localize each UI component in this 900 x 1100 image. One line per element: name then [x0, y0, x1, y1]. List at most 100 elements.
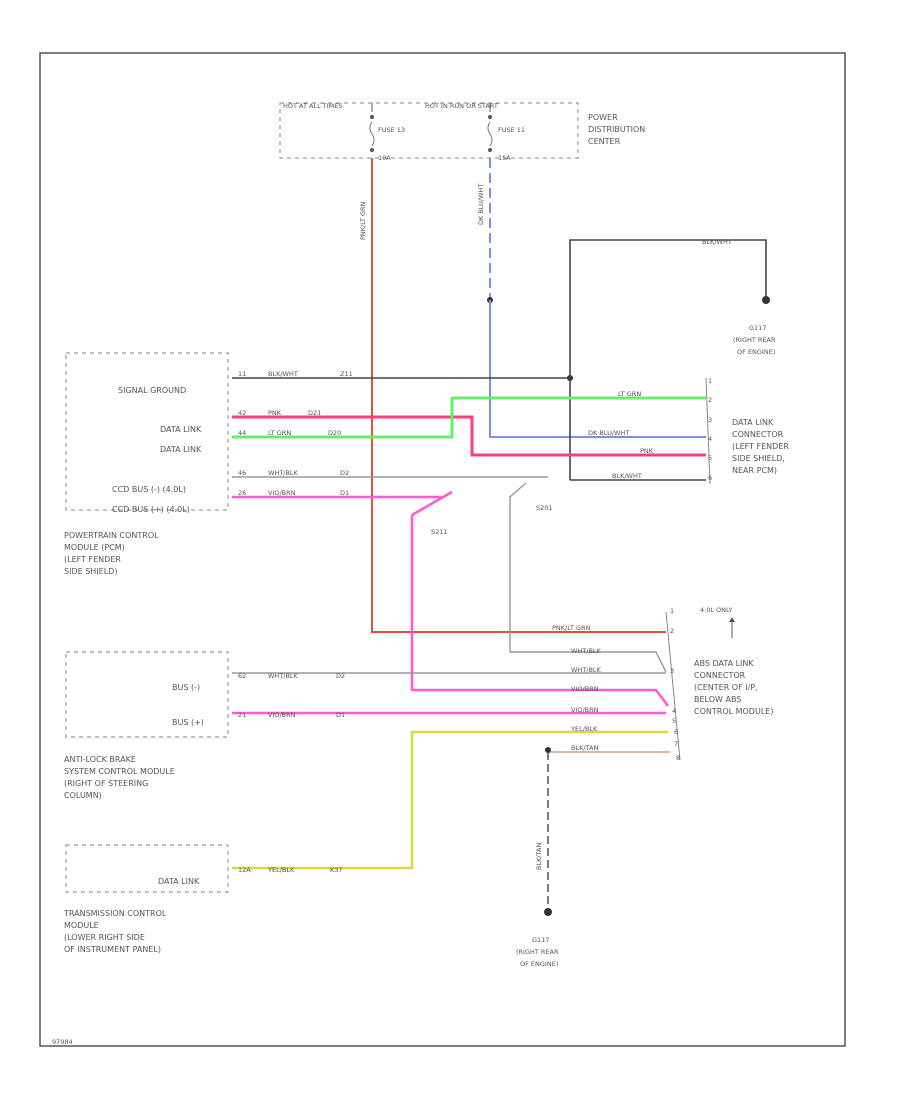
abs-wire-1: VIO/BRN — [268, 711, 296, 719]
fuse-13-amp: 10A — [378, 154, 391, 162]
pcm-wire-4: VIO/BRN — [268, 489, 296, 497]
abs-circuit-0: D2 — [336, 672, 345, 680]
ground-top-wire: BLK/WHT — [702, 238, 732, 246]
pcm-circuit-0: Z11 — [340, 370, 353, 378]
abs-dlc-name-line1: ABS DATA LINK — [694, 659, 754, 668]
dlc-pin-4: 4 — [708, 435, 712, 443]
abs-dlc-pin-4: 4 — [672, 707, 676, 715]
abs-dlc-pin-2: 2 — [670, 627, 674, 635]
dlc-pin-1: 1 — [708, 377, 712, 385]
abs-dlc-name-line3: (CENTER OF I/P, — [694, 683, 758, 692]
pcm-wire-1: PNK — [268, 409, 282, 417]
abs-circuit-1: D1 — [336, 711, 345, 719]
abs-dlc-name-line5: CONTROL MODULE) — [694, 707, 773, 716]
ground-bottom-loc1: (RIGHT REAR — [516, 948, 559, 956]
fuse-11-amp: 15A — [498, 154, 511, 162]
abs-name-line4: COLUMN) — [64, 791, 102, 800]
powertrain-control-module: SIGNAL GROUND DATA LINK DATA LINK CCD BU… — [64, 352, 353, 576]
dlc-name-line3: (LEFT FENDER — [732, 442, 789, 451]
dlc-wire-0: LT GRN — [618, 390, 641, 398]
abs-bus-neg-label: BUS (-) — [172, 683, 200, 692]
wire-pnk-ltgrn-fuse13 — [371, 158, 666, 633]
pcm-signal-ground-label: SIGNAL GROUND — [118, 386, 186, 395]
abs-box — [65, 651, 229, 738]
abs-dlc-wire-1: PNK/LT GRN — [552, 624, 591, 632]
dlc-name-line1: DATA LINK — [732, 418, 774, 427]
dlc-name-line2: CONNECTOR — [732, 430, 784, 439]
pcm-ccd-bus-neg-label: CCD BUS (-) (4.0L) — [112, 485, 186, 494]
abs-dlc-pin-8: 8 — [676, 754, 680, 762]
abs-dlc-pin-5: 5 — [672, 717, 676, 725]
ground-bottom-id: G117 — [532, 936, 549, 944]
splice-s201: S201 — [536, 504, 553, 512]
wire-vio-brn-drop — [410, 515, 670, 707]
pcm-box — [65, 352, 229, 511]
dlc-pin-6: 6 — [708, 474, 712, 482]
diagram-frame — [39, 52, 846, 1047]
pcm-data-link-label-1: DATA LINK — [160, 425, 202, 434]
tcm-name-line3: (LOWER RIGHT SIDE — [64, 933, 145, 942]
ground-bottom-wire: BLK/TAN — [535, 843, 543, 870]
data-link-connector: 1 2 3 4 5 6 LT GRN DK BLU/WHT PNK BLK/WH… — [588, 377, 789, 485]
tcm-box — [65, 844, 229, 893]
pdc-name-line3: CENTER — [588, 137, 621, 146]
abs-dlc-name-line4: BELOW ABS — [694, 695, 741, 704]
pcm-name-line1: POWERTRAIN CONTROL — [64, 531, 159, 540]
abs-dlc-wire-2: WHT/BLK — [571, 647, 602, 655]
wire-pnk-data-link — [232, 415, 706, 457]
wire-tag-fuse13: PNK/LT GRN — [359, 201, 367, 240]
abs-bus-pos-label: BUS (+) — [172, 718, 204, 727]
tcm-pin: 12A — [238, 866, 251, 874]
pcm-wire-2: LT GRN — [268, 429, 291, 437]
pcm-pin-44: 44 — [238, 429, 246, 437]
abs-dlc-pin-7: 7 — [674, 740, 678, 748]
ground-top-loc2: OF ENGINE) — [737, 348, 775, 356]
wire-wht-blk-drop — [509, 482, 527, 652]
abs-pin-62: 62 — [238, 672, 246, 680]
pcm-name-line3: (LEFT FENDER — [64, 555, 121, 564]
wire-yel-blk-tcm — [232, 730, 668, 870]
pcm-pin-26: 26 — [238, 489, 246, 497]
power-distribution-center: HOT AT ALL TIMES HOT IN RUN OR START FUS… — [279, 102, 645, 162]
pcm-circuit-3: D2 — [340, 469, 349, 477]
dlc-wire-2: PNK — [640, 447, 654, 455]
dlc-wire-3: BLK/WHT — [612, 472, 642, 480]
abs-name-line2: SYSTEM CONTROL MODULE — [64, 767, 175, 776]
pcm-data-link-label-2: DATA LINK — [160, 445, 202, 454]
abs-dlc-wire-5: VIO/BRN — [571, 706, 599, 714]
abs-dlc-pin-1: 1 — [670, 607, 674, 615]
abs-dlc-wire-3: WHT/BLK — [571, 666, 602, 674]
dlc-pin-5: 5 — [708, 454, 712, 462]
dlc-name-line5: NEAR PCM) — [732, 466, 777, 475]
dlc-pin-2: 2 — [708, 396, 712, 404]
pcm-pin-46: 46 — [238, 469, 246, 477]
tcm-name-line2: MODULE — [64, 921, 99, 930]
abs-name-line3: (RIGHT OF STEERING — [64, 779, 148, 788]
wire-tag-fuse11: DK BLU/WHT — [477, 184, 485, 225]
hot-always-label: HOT AT ALL TIMES — [283, 102, 343, 110]
tcm-name-line1: TRANSMISSION CONTROL — [63, 909, 167, 918]
abs-dlc-pin-6: 6 — [674, 728, 678, 736]
abs-dlc-wire-6: YEL/BLK — [570, 725, 598, 733]
wires: PNK/LT GRN PNK/LT GRN DK BLU/WHT BLK/WHT — [232, 158, 770, 916]
pdc-box — [279, 102, 579, 159]
abs-dlc-name-line2: CONNECTOR — [694, 671, 746, 680]
pcm-circuit-1: D21 — [308, 409, 321, 417]
abs-name-line1: ANTI-LOCK BRAKE — [64, 755, 136, 764]
dlc-name-line4: SIDE SHIELD, — [732, 454, 785, 463]
pdc-name-line1: POWER — [588, 113, 618, 122]
abs-data-link-connector: 1 2 3 4 5 6 7 8 WHT/BLK WHT/BLK VIO/BRN … — [570, 606, 773, 762]
wire-dkblu-wht — [489, 300, 706, 438]
abs-control-module: BUS (-) BUS (+) 62 21 WHT/BLK VIO/BRN D2… — [64, 651, 345, 800]
abs-dlc-note: 4.0L ONLY — [700, 606, 733, 614]
pcm-name-line4: SIDE SHIELD) — [64, 567, 117, 576]
tcm-circuit: K37 — [330, 866, 343, 874]
abs-dlc-wire-7: BLK/TAN — [571, 744, 598, 752]
wire-wht-blk-to-abs-dlc — [510, 651, 667, 673]
diagram-code: 97984 — [52, 1038, 73, 1046]
wire-blk-wht-ground — [569, 239, 767, 480]
pcm-wire-3: WHT/BLK — [268, 469, 299, 477]
fuse-11-label: FUSE 11 — [498, 126, 525, 134]
abs-dlc-wire-4: VIO/BRN — [571, 685, 599, 693]
